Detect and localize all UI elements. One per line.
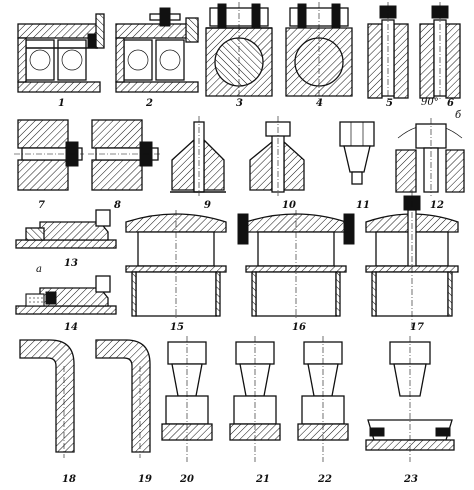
figure-label-8: 8 <box>114 200 121 211</box>
figure-label-18: 18 <box>62 474 76 485</box>
figure-label-15: 15 <box>170 322 184 333</box>
marker-b: б <box>455 110 462 121</box>
figure-label-4: 4 <box>316 98 323 109</box>
figure-3-split-clamp <box>205 2 273 100</box>
figure-5-stud-joint <box>367 2 409 100</box>
figure-label-16: 16 <box>292 322 306 333</box>
figure-label-3: 3 <box>236 98 243 109</box>
marker-a: а <box>36 264 42 275</box>
figure-16-cover-bolted <box>237 210 355 320</box>
figure-label-19: 19 <box>138 474 152 485</box>
figure-10-boss-nut <box>249 116 305 196</box>
figure-label-11: 11 <box>356 200 370 211</box>
figure-label-13: 13 <box>64 258 78 269</box>
figure-19-bent-tube <box>95 339 151 458</box>
figure-2-bearing-housing-bolted <box>115 7 199 93</box>
figure-label-6: 6 <box>447 98 454 109</box>
figure-11-hex-nut <box>339 121 375 185</box>
figure-23-ball-joint-flanged <box>365 336 455 462</box>
figure-label-21: 21 <box>255 474 270 485</box>
figure-20-ball-joint <box>161 336 213 462</box>
figure-label-7: 7 <box>38 200 45 211</box>
figure-label-23: 23 <box>403 474 418 485</box>
figure-label-9: 9 <box>204 200 211 211</box>
figure-14-pipe-coupling: а <box>15 264 117 315</box>
figure-label-17: 17 <box>410 322 424 333</box>
figure-8-flange-bolt <box>88 119 162 191</box>
figure-22-ball-joint <box>297 336 349 462</box>
figure-17-cover-center-bolt <box>365 190 459 330</box>
figure-13-pipe-coupling <box>15 209 117 249</box>
figure-1-bearing-housing <box>17 13 105 93</box>
figure-label-1: 1 <box>58 98 65 109</box>
figure-label-12: 12 <box>430 200 444 211</box>
figure-21-ball-joint <box>229 336 281 462</box>
figure-label-20: 20 <box>179 474 194 485</box>
figure-12-angled-nut: 90° <box>395 97 465 196</box>
figure-label-14: 14 <box>64 322 78 333</box>
figure-label-22: 22 <box>317 474 332 485</box>
figure-15-cover-with-box <box>125 210 227 320</box>
figure-label-2: 2 <box>145 98 153 109</box>
figure-label-5: 5 <box>386 98 393 109</box>
figure-4-split-clamp <box>285 2 353 100</box>
figure-7-flange-bolt <box>14 119 84 191</box>
figure-label-10: 10 <box>282 200 296 211</box>
angle-annotation: 90° <box>421 97 439 108</box>
figure-6-stud-joint <box>419 2 461 100</box>
figure-9-boss-stud <box>170 116 226 196</box>
figure-18-bent-tube <box>19 339 75 458</box>
